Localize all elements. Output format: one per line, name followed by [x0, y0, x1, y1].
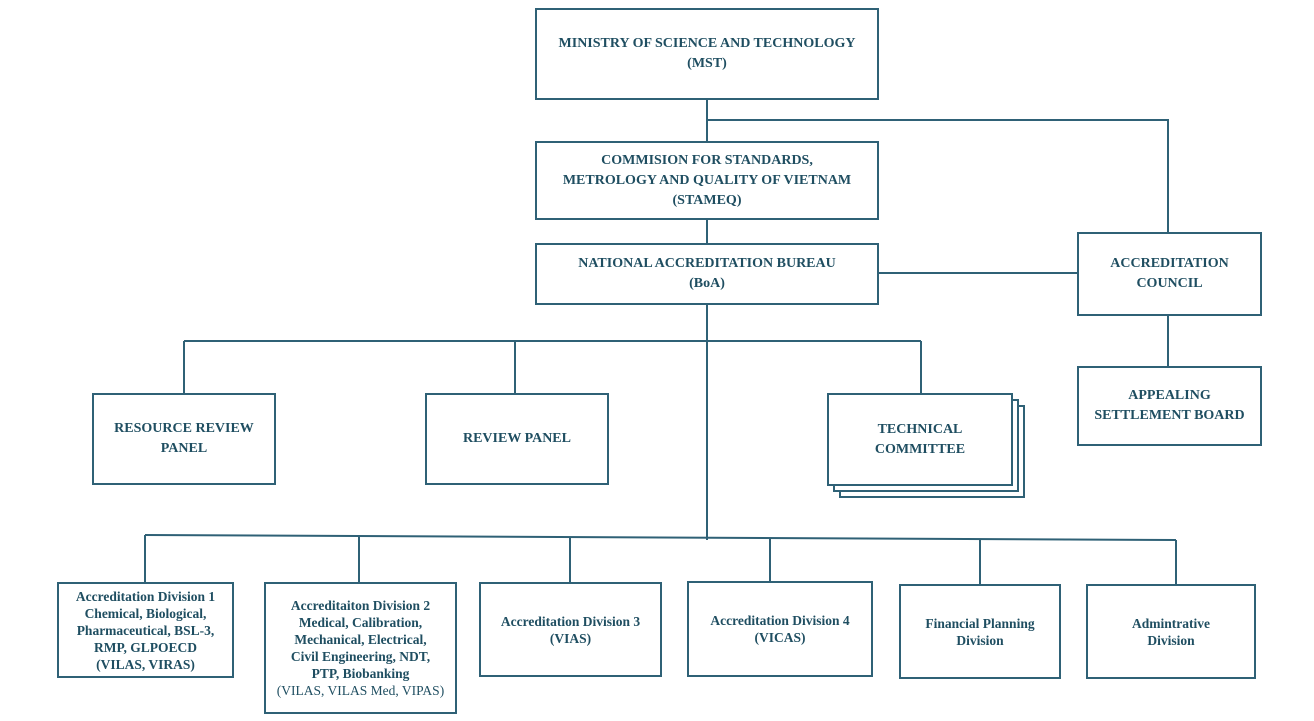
node-review-line-1: REVIEW PANEL	[462, 431, 571, 446]
node-div3-line-2: (VIAS)	[549, 630, 592, 646]
node-div3-line-1: Accreditation Division 3	[500, 613, 641, 629]
node-resource-review-panel: RESOURCE REVIEW PANEL	[92, 393, 276, 485]
node-finance-line-2: Division	[956, 632, 1004, 648]
node-financial-planning: Financial Planning Division	[899, 584, 1061, 679]
node-technical-line-1: TECHNICAL	[877, 421, 963, 437]
node-stameq: COMMISION FOR STANDARDS, METROLOGY AND Q…	[535, 141, 879, 220]
node-div2-line-3: Mechanical, Electrical,	[294, 632, 427, 647]
node-div2-line-4: Civil Engineering, NDT,	[290, 649, 431, 664]
node-admin-line-2: Division	[1147, 632, 1195, 648]
node-appeal-line-1: APPEALING	[1128, 388, 1211, 403]
node-division-1: Accreditation Division 1 Chemical, Biolo…	[57, 582, 234, 678]
node-appeal-line-2: SETTLEMENT BOARD	[1094, 408, 1245, 423]
node-mst: MINISTRY OF SCIENCE AND TECHNOLOGY (MST)	[535, 8, 879, 100]
connector-divisions-bar	[144, 534, 1177, 541]
node-div1-line-2: Chemical, Biological,	[84, 605, 207, 621]
node-div2-line-2: Medical, Calibration,	[298, 615, 423, 630]
node-div1-line-4: RMP, GLPOECD	[93, 639, 197, 655]
node-council-line-2: COUNCIL	[1136, 276, 1203, 291]
node-accreditation-council: ACCREDITATION COUNCIL	[1077, 232, 1262, 316]
node-div4-line-1: Accreditation Division 4	[710, 613, 850, 628]
node-resource-line-1: RESOURCE REVIEW	[114, 421, 254, 436]
node-div2-line-1: Accreditaiton Division 2	[290, 598, 431, 613]
node-stameq-line-3: (STAMEQ)	[672, 192, 742, 208]
node-review-panel: REVIEW PANEL	[425, 393, 609, 485]
node-div2-note: (VILAS, VILAS Med, VIPAS)	[276, 683, 445, 698]
node-mst-line-1: MINISTRY OF SCIENCE AND TECHNOLOGY	[558, 36, 856, 51]
node-admin-line-1: Admintrative	[1132, 615, 1210, 631]
node-division-2: Accreditaiton Division 2 Medical, Calibr…	[264, 582, 457, 714]
node-boa-line-2: (BoA)	[689, 276, 725, 291]
node-division-3: Accreditation Division 3 (VIAS)	[479, 582, 662, 677]
connector-mst-council	[707, 119, 1169, 232]
node-div4-line-2: (VICAS)	[754, 630, 806, 645]
node-administrative: Admintrative Division	[1086, 584, 1256, 679]
node-finance-line-1: Financial Planning	[925, 615, 1035, 631]
node-stameq-line-1: COMMISION FOR STANDARDS,	[601, 152, 813, 168]
node-division-4: Accreditation Division 4 (VICAS)	[687, 581, 873, 677]
node-stameq-line-2: METROLOGY AND QUALITY OF VIETNAM	[562, 172, 852, 188]
node-technical-committee: TECHNICAL COMMITTEE	[827, 393, 1013, 486]
node-council-line-1: ACCREDITATION	[1110, 256, 1229, 271]
node-div1-line-5: (VILAS, VIRAS)	[96, 656, 195, 672]
node-mst-line-2: (MST)	[687, 56, 727, 71]
node-technical-line-2: COMMITTEE	[874, 441, 966, 457]
node-div2-line-5: PTP, Biobanking	[311, 666, 410, 681]
node-boa-line-1: NATIONAL ACCREDITATION BUREAU	[578, 256, 836, 271]
node-div1-line-1: Accreditation Division 1	[75, 588, 216, 604]
node-div1-line-3: Pharmaceutical, BSL-3,	[76, 622, 215, 638]
node-resource-line-2: PANEL	[160, 441, 208, 456]
node-boa: NATIONAL ACCREDITATION BUREAU (BoA)	[535, 243, 879, 305]
node-appealing-board: APPEALING SETTLEMENT BOARD	[1077, 366, 1262, 446]
